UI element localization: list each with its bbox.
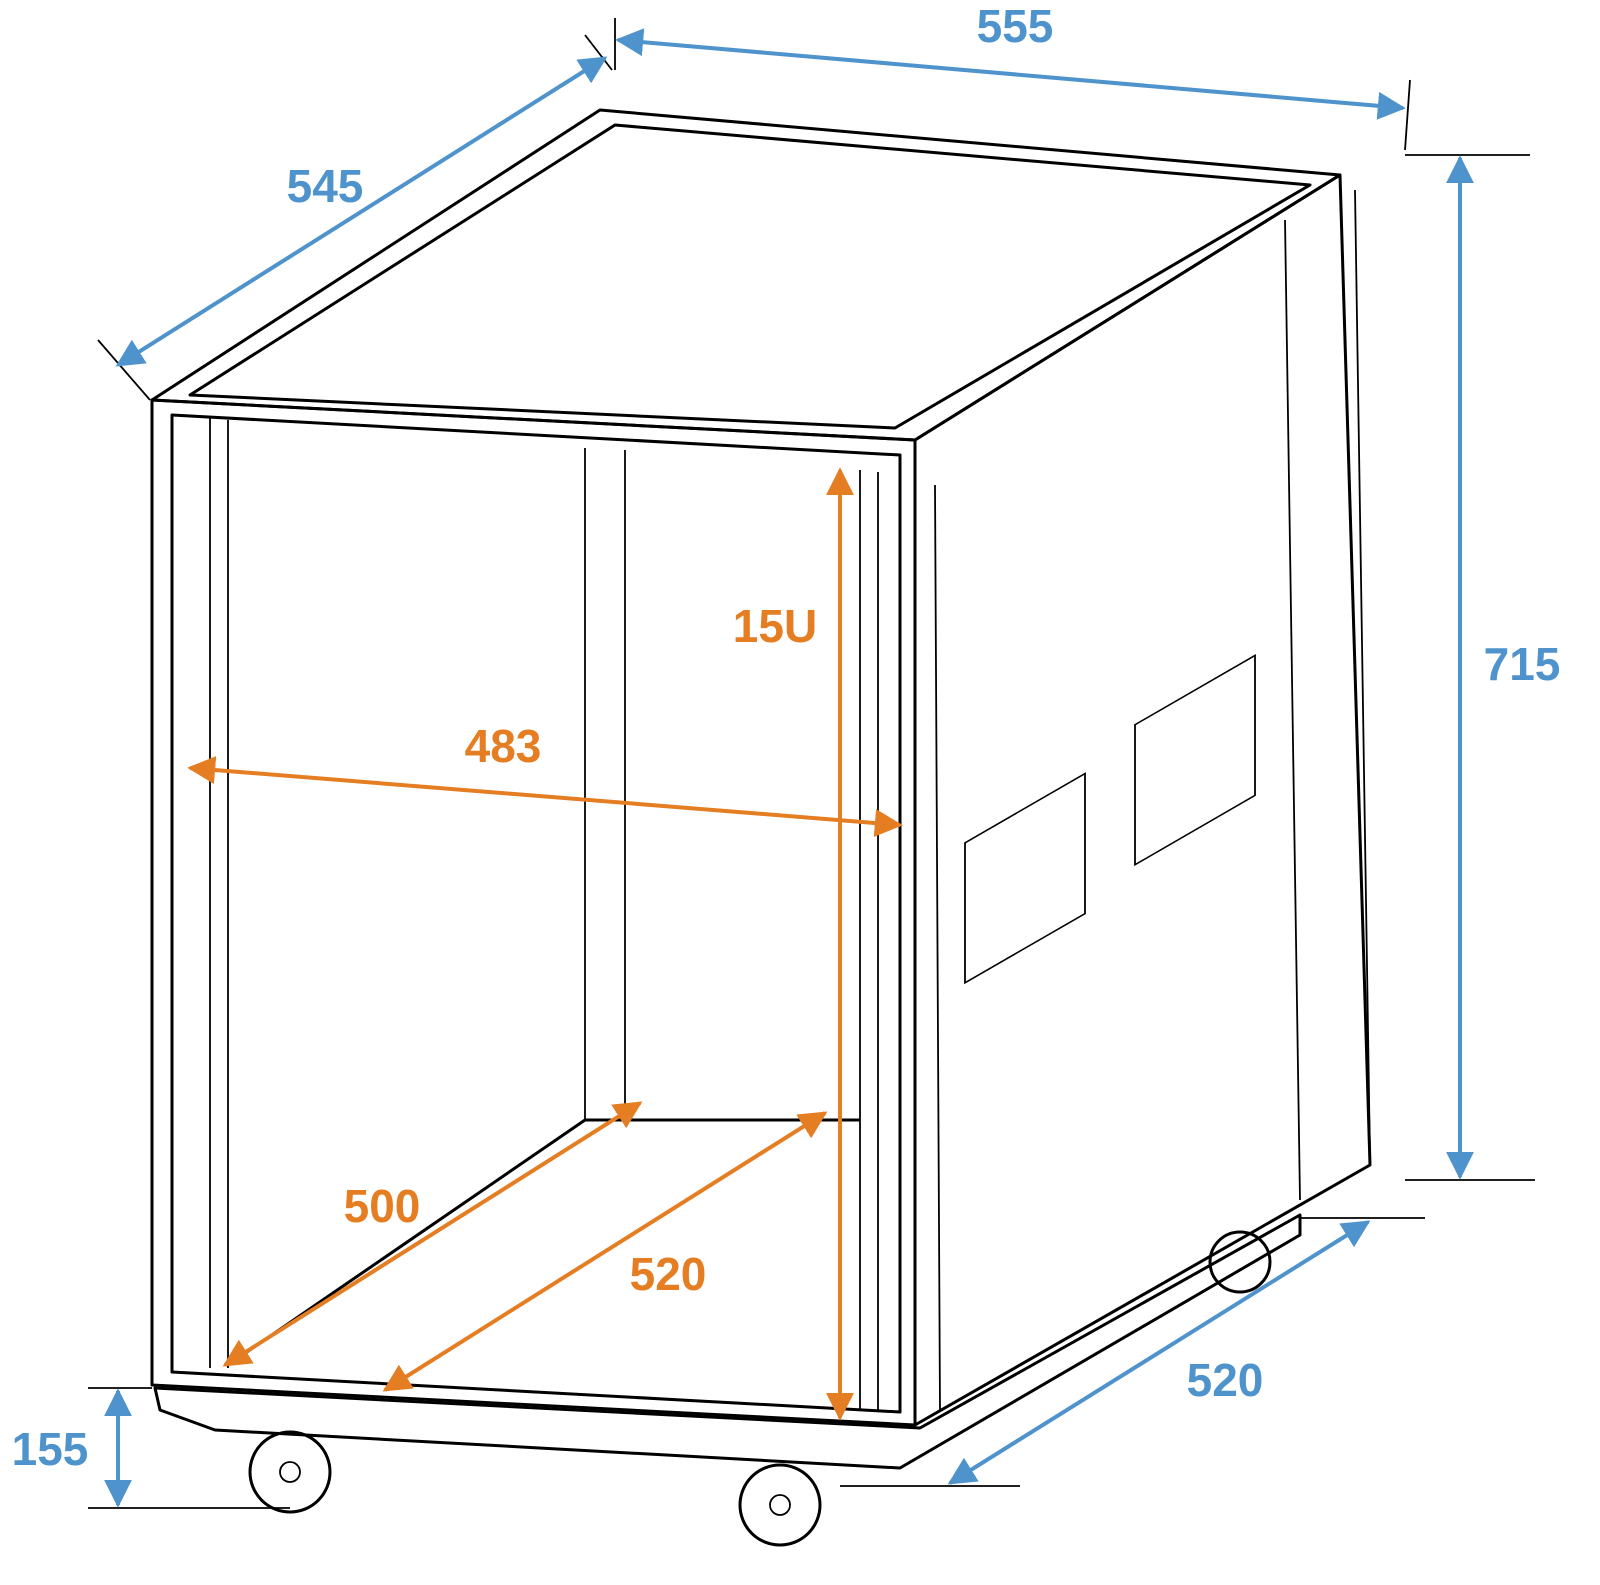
label-height: 715 xyxy=(1484,638,1561,690)
label-rack-units: 15U xyxy=(733,600,817,652)
dim-line-mounting-depth xyxy=(382,1111,828,1392)
dim-line-inner-depth xyxy=(222,1101,643,1367)
label-bottom-depth: 520 xyxy=(1187,1354,1264,1406)
wheels xyxy=(248,1230,1272,1547)
label-mounting-depth: 520 xyxy=(630,1248,707,1300)
label-depth: 545 xyxy=(287,160,364,212)
wheel-front-left xyxy=(248,1430,332,1514)
label-width: 555 xyxy=(977,0,1054,52)
label-inner-depth: 500 xyxy=(344,1180,421,1232)
dim-line-depth xyxy=(115,56,608,367)
label-wheel-height: 155 xyxy=(12,1423,89,1475)
extension-lines xyxy=(88,18,1535,1509)
dim-line-bottom-depth xyxy=(947,1220,1371,1485)
case-body xyxy=(150,108,1372,1470)
dim-line-width xyxy=(615,28,1406,120)
wheel-front-right xyxy=(738,1463,822,1547)
dim-line-rack-width xyxy=(187,756,903,837)
label-rack-width: 483 xyxy=(465,720,542,772)
